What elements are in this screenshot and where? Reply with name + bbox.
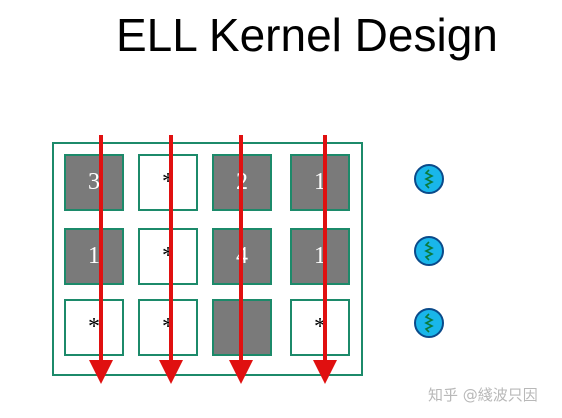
watermark: 知乎 @綫波只因 [428,386,538,404]
matrix-cell-r2-c4: 1 [290,228,350,285]
matrix-cell-r1-c4: 1 [290,154,350,211]
matrix-cell-r2-c1: 1 [64,228,124,285]
matrix-cell-r1-c1: 3 [64,154,124,211]
thread-icon [414,236,444,266]
matrix-cell-r1-c2: * [138,154,198,211]
matrix-cell-r2-c2: * [138,228,198,285]
thread-icon [414,164,444,194]
page-title: ELL Kernel Design [116,9,498,61]
matrix-cell-r3-c1: * [64,299,124,356]
thread-icon [414,308,444,338]
